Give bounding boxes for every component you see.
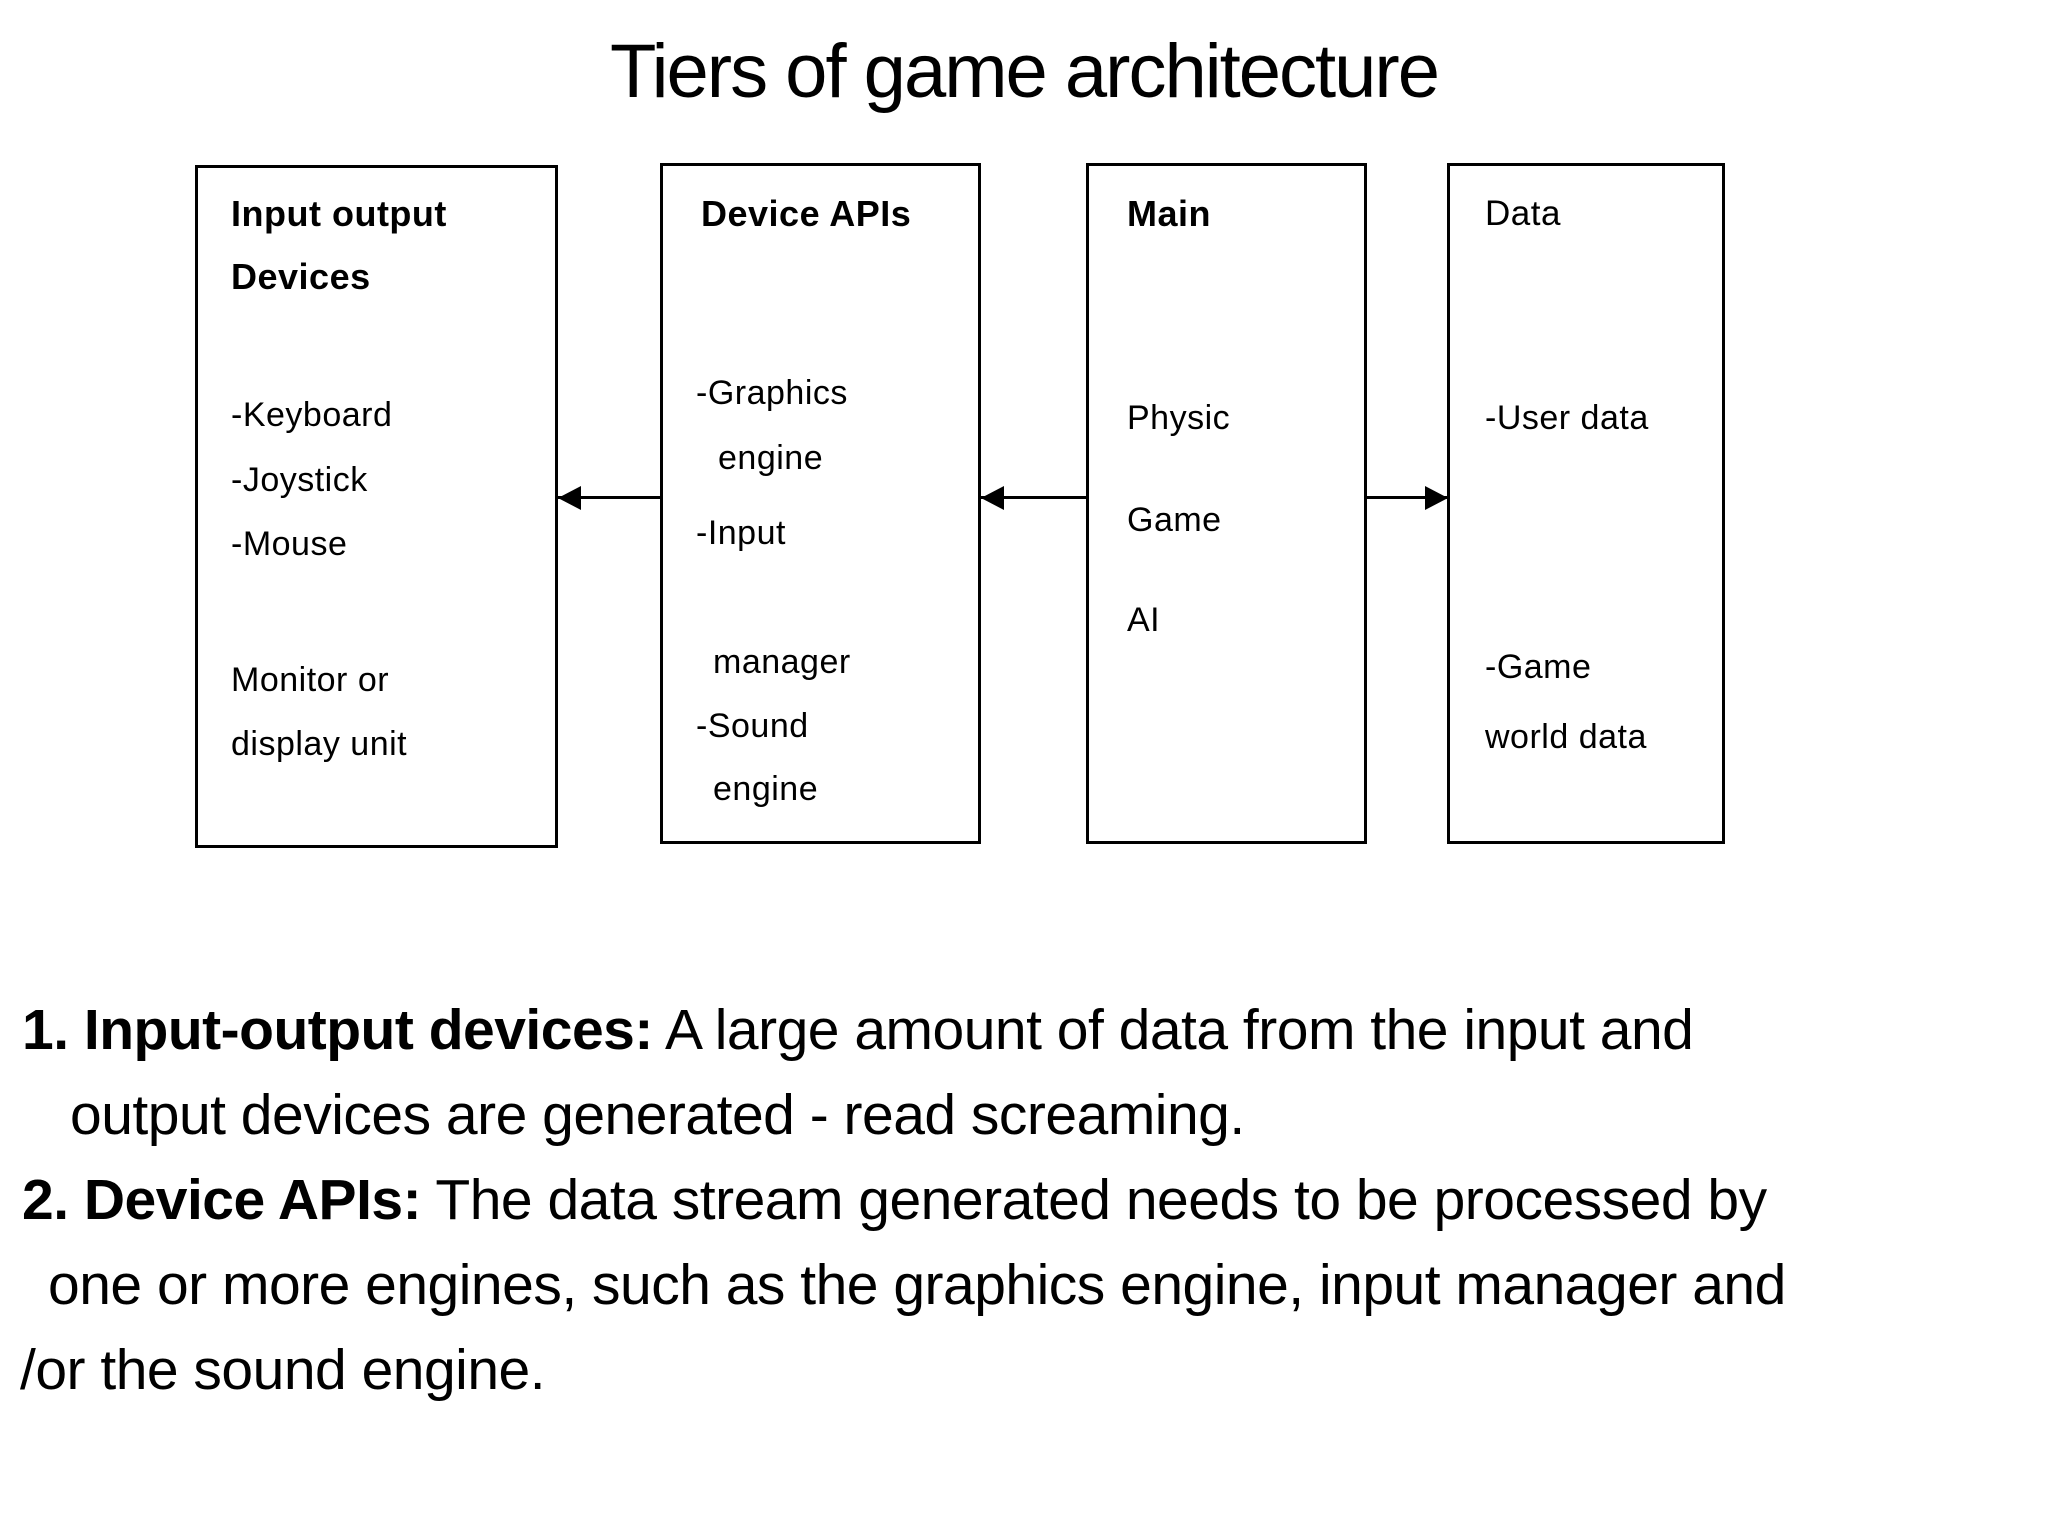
box-item: Physic xyxy=(1127,399,1231,437)
note-line: /or the sound engine. xyxy=(20,1328,2030,1413)
box-item: -Game xyxy=(1485,648,1592,686)
note-line: output devices are generated - read scre… xyxy=(20,1073,2030,1158)
note-line: 1. Input-output devices: A large amount … xyxy=(20,988,2030,1073)
box-item: -User data xyxy=(1485,399,1649,437)
box-input-output-devices: Input output Devices -Keyboard -Joystick… xyxy=(195,165,558,848)
box-header: Main xyxy=(1127,193,1212,234)
note-text: A large amount of data from the input an… xyxy=(652,998,1694,1062)
note-lead: 1. Input-output devices: xyxy=(22,998,653,1062)
arrowhead-right-icon xyxy=(1425,485,1448,510)
box-header: Devices xyxy=(231,256,371,297)
box-header: Data xyxy=(1485,194,1561,233)
box-header: Input output xyxy=(231,193,447,234)
note-lead: 2. Device APIs: xyxy=(22,1168,422,1232)
arrow-left-icon xyxy=(981,485,1086,510)
box-item: Monitor or xyxy=(231,661,390,699)
note-text: one or more engines, such as the graphic… xyxy=(48,1253,1786,1317)
notes-block: 1. Input-output devices: A large amount … xyxy=(20,988,2030,1413)
box-item: display unit xyxy=(231,725,408,763)
box-data: Data -User data -Game world data xyxy=(1447,163,1725,844)
box-main: Main Physic Game AI xyxy=(1086,163,1367,844)
note-line: one or more engines, such as the graphic… xyxy=(20,1243,2030,1328)
note-text: The data stream generated needs to be pr… xyxy=(421,1168,1767,1232)
box-item: Game xyxy=(1127,501,1222,539)
box-item: engine xyxy=(713,770,819,808)
box-item: world data xyxy=(1485,718,1647,756)
box-item: -Graphics xyxy=(696,374,848,412)
box-item: -Sound xyxy=(696,707,809,745)
arrowhead-left-icon xyxy=(981,485,1004,510)
box-device-apis: Device APIs -Graphics engine -Input mana… xyxy=(660,163,981,844)
box-item: AI xyxy=(1127,601,1161,639)
arrowhead-left-icon xyxy=(558,485,581,510)
box-item: -Mouse xyxy=(231,525,348,563)
box-item: engine xyxy=(718,439,824,477)
arrow-left-icon xyxy=(558,485,661,510)
page-title: Tiers of game architecture xyxy=(610,29,1440,114)
note-line: 2. Device APIs: The data stream generate… xyxy=(20,1158,2030,1243)
box-header: Device APIs xyxy=(701,193,912,234)
box-item: -Input xyxy=(696,514,786,552)
arrow-right-icon xyxy=(1367,485,1448,510)
note-text: /or the sound engine. xyxy=(20,1338,546,1402)
box-item: manager xyxy=(713,643,851,681)
note-text: output devices are generated - read scre… xyxy=(70,1083,1245,1147)
box-item: -Joystick xyxy=(231,461,368,499)
box-item: -Keyboard xyxy=(231,396,393,434)
